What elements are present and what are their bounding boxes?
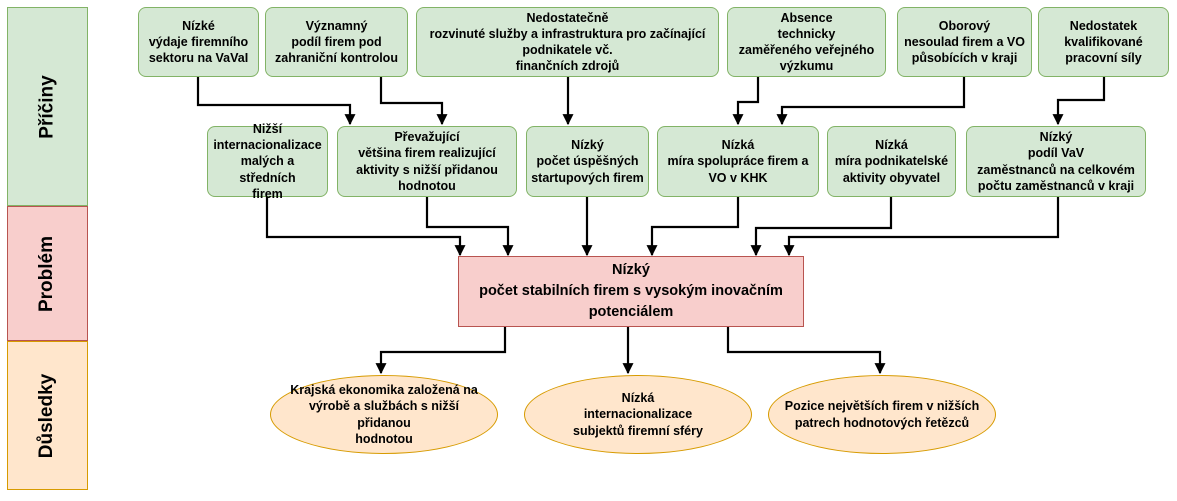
cause-low-entrepreneurship: Nízká míra podnikatelské aktivity obyvat… (827, 126, 956, 197)
arrow-top5-mid4 (776, 77, 966, 126)
consequence-regional-economy: Krajská ekonomika založená na výrobě a s… (270, 375, 498, 454)
arrow-top4-mid4 (732, 77, 760, 126)
arrow-problem-cons3 (726, 327, 886, 375)
consequence-value-chain-position: Pozice největších firem v nižších patrec… (768, 375, 996, 454)
arrow-mid6-problem (783, 197, 1060, 257)
arrow-top6-mid6 (1052, 77, 1106, 126)
cause-low-internationalization: Nižší internacionalizace malých a středn… (207, 122, 328, 201)
section-causes: Příčiny (7, 7, 88, 206)
cause-few-startups: Nízký počet úspěšných startupových firem (526, 126, 649, 197)
cause-absence-technical-research: Absence technicky zaměřeného veřejného v… (727, 7, 886, 77)
arrow-mid2-problem (425, 197, 514, 257)
section-problem: Problém (7, 206, 88, 341)
arrow-top2-mid2 (379, 77, 448, 126)
arrow-mid1-problem (265, 197, 466, 257)
arrow-mid4-problem (646, 197, 740, 257)
arrow-problem-cons1 (375, 327, 507, 375)
section-consequences: Důsledky (7, 341, 88, 490)
core-problem: Nízký počet stabilních firem s vysokým i… (458, 256, 804, 327)
cause-lack-skilled-labour: Nedostatek kvalifikované pracovní síly (1038, 7, 1169, 77)
cause-low-rd-employees: Nízký podíl VaV zaměstnanců na celkovém … (966, 126, 1146, 197)
consequence-low-internationalization: Nízká internacionalizace subjektů firemn… (524, 375, 752, 454)
cause-low-value-activities: Převažující většina firem realizující ak… (337, 126, 517, 197)
cause-sector-mismatch: Oborový nesoulad firem a VO působících v… (897, 7, 1032, 77)
cause-low-cooperation: Nízká míra spolupráce firem a VO v KHK (657, 126, 819, 197)
arrow-top1-mid2 (196, 77, 356, 126)
cause-insufficient-services: Nedostatečně rozvinuté služby a infrastr… (416, 7, 719, 77)
cause-low-rd-spending: Nízké výdaje firemního sektoru na VaVaI (138, 7, 259, 77)
cause-foreign-control: Významný podíl firem pod zahraniční kont… (265, 7, 408, 77)
arrow-mid5-problem (750, 197, 893, 257)
